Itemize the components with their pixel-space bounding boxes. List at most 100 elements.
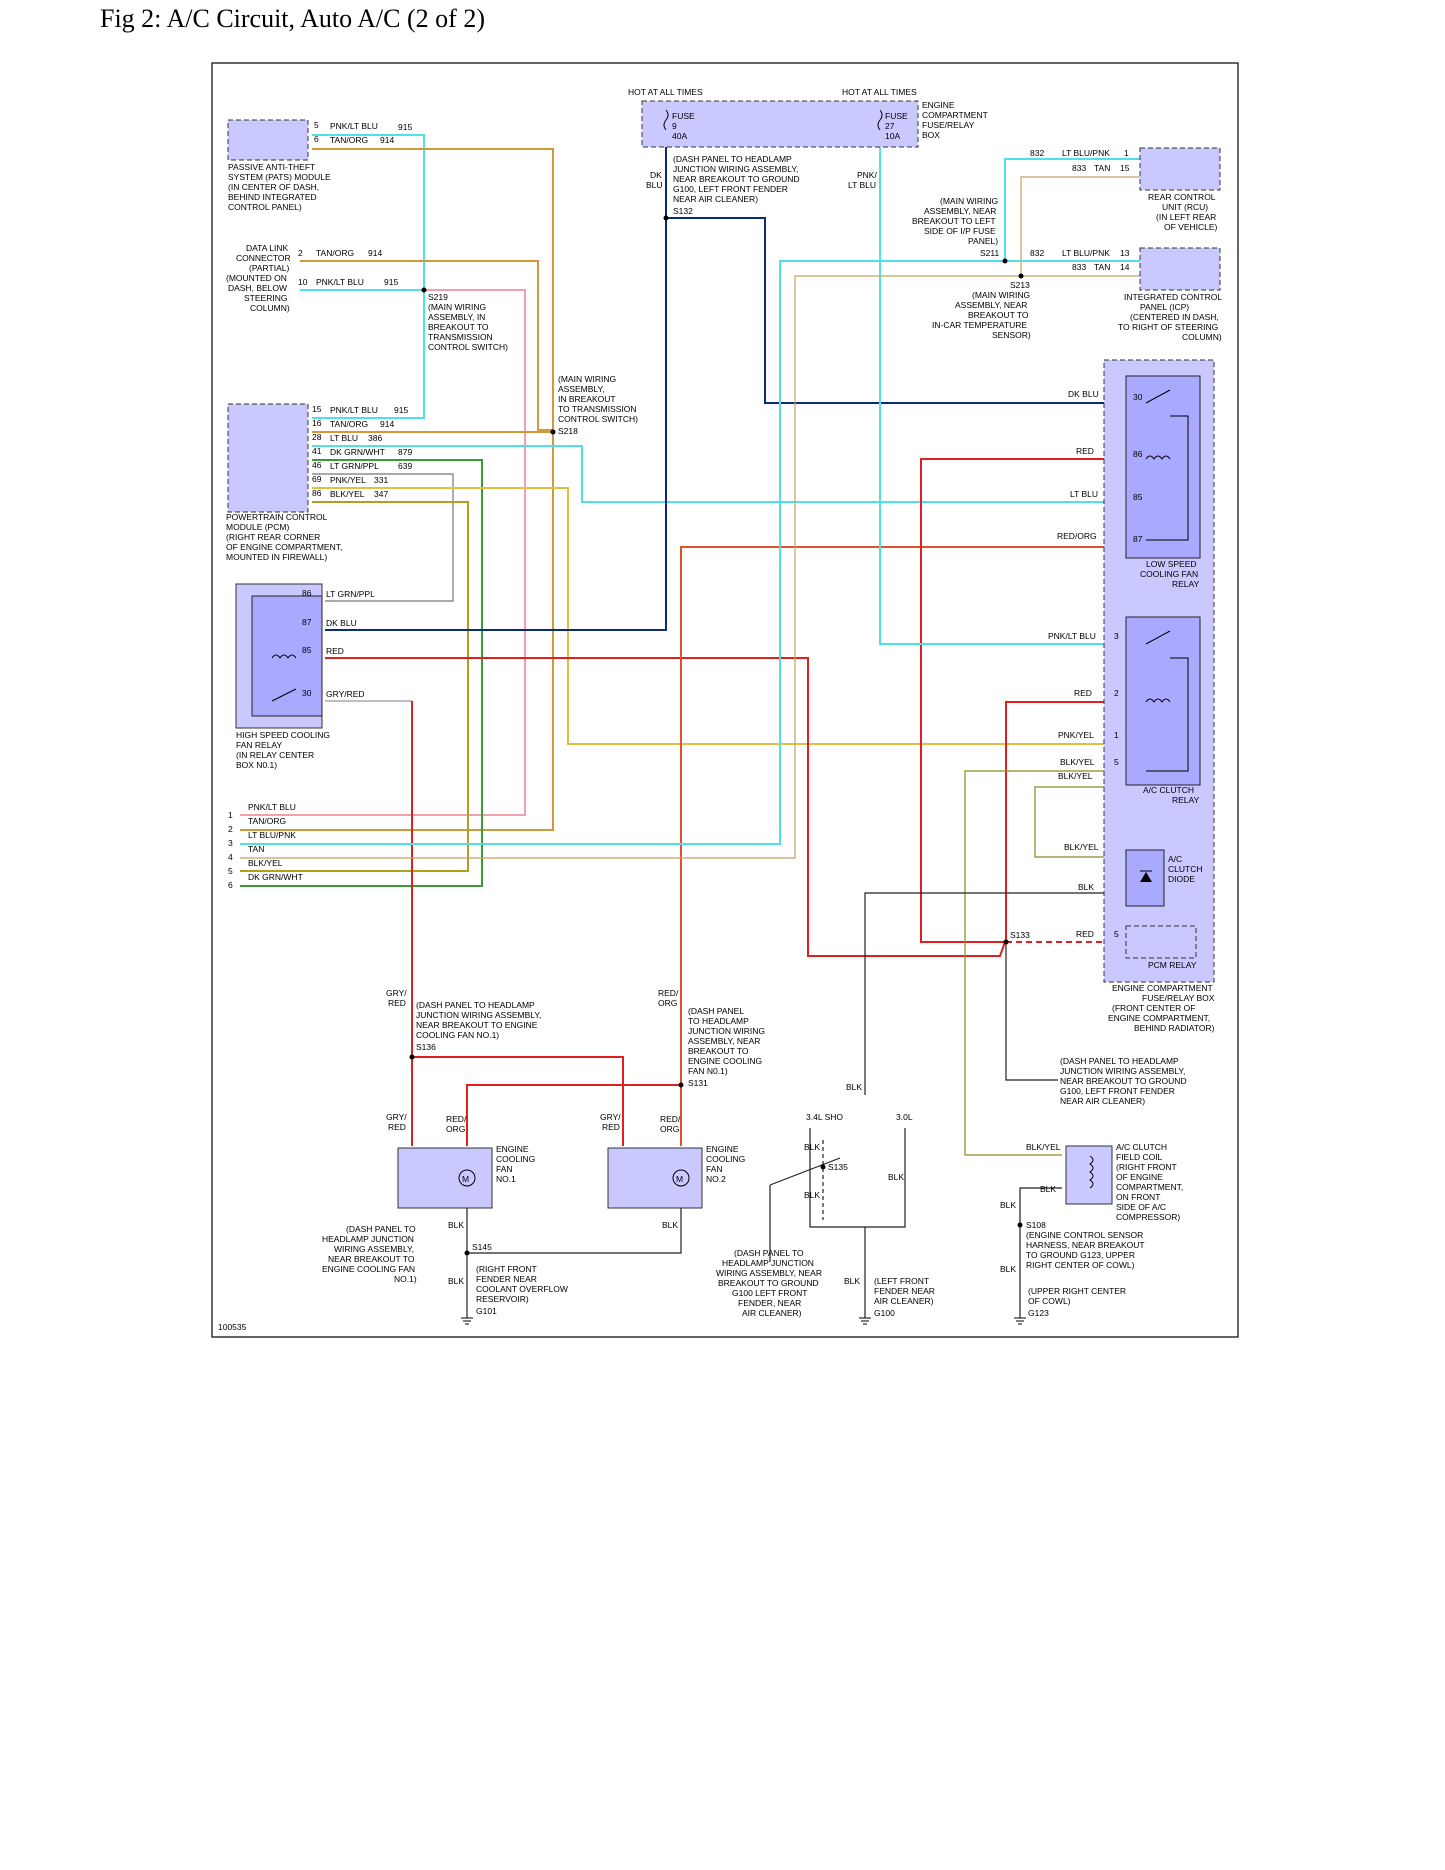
wire-915-pcm bbox=[312, 290, 425, 419]
engine-compartment-fuse-relay-box: HOT AT ALL TIMES HOT AT ALL TIMES FUSE 9… bbox=[628, 87, 988, 221]
svg-text:IN-CAR TEMPERATURE: IN-CAR TEMPERATURE bbox=[932, 320, 1027, 330]
svg-text:331: 331 bbox=[374, 475, 388, 485]
wire-833-icp bbox=[240, 275, 1140, 859]
svg-text:LT BLU/PNK: LT BLU/PNK bbox=[1062, 248, 1110, 258]
wire-833-rcu bbox=[1020, 176, 1140, 276]
hs-relay-switch-icon bbox=[271, 688, 297, 702]
svg-text:G101: G101 bbox=[476, 1306, 497, 1316]
svg-text:2: 2 bbox=[298, 248, 303, 258]
svg-text:RED: RED bbox=[326, 646, 344, 656]
ground-g123-icon bbox=[1014, 1317, 1026, 1325]
svg-text:A/C: A/C bbox=[1168, 854, 1182, 864]
svg-text:NEAR BREAKOUT TO GROUND: NEAR BREAKOUT TO GROUND bbox=[1060, 1076, 1187, 1086]
wire-blk-fan2 bbox=[467, 1205, 682, 1254]
svg-text:HEADLAMP JUNCTION: HEADLAMP JUNCTION bbox=[722, 1258, 814, 1268]
svg-text:S219: S219 bbox=[428, 292, 448, 302]
fuse-9-icon bbox=[663, 109, 669, 131]
wire-blk-clutch bbox=[1019, 1187, 1062, 1318]
svg-text:RED: RED bbox=[1076, 446, 1094, 456]
splice-s213: S213 (MAIN WIRING ASSEMBLY, NEAR BREAKOU… bbox=[932, 273, 1031, 340]
wire-blkyel-347 bbox=[240, 501, 469, 872]
ground-g100: 3.4L SHO 3.0L BLK BLK BLK BLK BLK S135 (… bbox=[716, 1082, 935, 1325]
svg-text:6: 6 bbox=[228, 880, 233, 890]
fuse-9-label: FUSE bbox=[672, 111, 695, 121]
svg-text:RED: RED bbox=[1076, 929, 1094, 939]
svg-text:SIDE OF A/C: SIDE OF A/C bbox=[1116, 1202, 1166, 1212]
svg-text:BEHIND INTEGRATED: BEHIND INTEGRATED bbox=[228, 192, 317, 202]
svg-text:BREAKOUT TO GROUND: BREAKOUT TO GROUND bbox=[718, 1278, 819, 1288]
svg-text:TO TRANSMISSION: TO TRANSMISSION bbox=[558, 404, 637, 414]
svg-text:(IN RELAY CENTER: (IN RELAY CENTER bbox=[236, 750, 314, 760]
svg-text:3: 3 bbox=[1114, 631, 1119, 641]
svg-text:TO RIGHT OF STEERING: TO RIGHT OF STEERING bbox=[1118, 322, 1218, 332]
svg-text:S211: S211 bbox=[980, 248, 999, 258]
pnkltblu-label-1: PNK/ bbox=[857, 170, 877, 180]
svg-text:(MAIN WIRING: (MAIN WIRING bbox=[972, 290, 1030, 300]
svg-text:BLK/YEL: BLK/YEL bbox=[1060, 757, 1095, 767]
svg-text:DK GRN/WHT: DK GRN/WHT bbox=[248, 872, 303, 882]
rcu-shape bbox=[1139, 147, 1221, 191]
svg-text:TAN/ORG: TAN/ORG bbox=[316, 248, 354, 258]
svg-text:PNK/YEL: PNK/YEL bbox=[330, 475, 366, 485]
svg-text:S135: S135 bbox=[828, 1162, 848, 1172]
svg-text:914: 914 bbox=[380, 419, 394, 429]
diagram-frame bbox=[211, 62, 1239, 1338]
svg-text:OF VEHICLE): OF VEHICLE) bbox=[1164, 222, 1218, 232]
wire-915-pats bbox=[312, 134, 425, 290]
svg-text:87: 87 bbox=[302, 617, 312, 627]
svg-text:TRANSMISSION: TRANSMISSION bbox=[428, 332, 493, 342]
svg-text:832: 832 bbox=[1030, 148, 1044, 158]
svg-text:1: 1 bbox=[228, 810, 233, 820]
s132-note-4: G100, LEFT FRONT FENDER bbox=[673, 184, 788, 194]
svg-text:915: 915 bbox=[384, 277, 398, 287]
s135-dot bbox=[820, 1164, 826, 1170]
svg-text:BLK/YEL: BLK/YEL bbox=[1058, 771, 1093, 781]
svg-text:28: 28 bbox=[312, 432, 322, 442]
fuse-27-number: 27 bbox=[885, 121, 895, 131]
svg-text:ORG: ORG bbox=[446, 1124, 465, 1134]
svg-text:OF COWL): OF COWL) bbox=[1028, 1296, 1071, 1306]
svg-text:TAN: TAN bbox=[1094, 163, 1110, 173]
fuse-27-label: FUSE bbox=[885, 111, 908, 121]
svg-text:347: 347 bbox=[374, 489, 388, 499]
svg-text:COMPARTMENT,: COMPARTMENT, bbox=[1116, 1182, 1183, 1192]
svg-text:ENGINE: ENGINE bbox=[706, 1144, 739, 1154]
wire-blk-s133 bbox=[1005, 942, 1058, 1081]
svg-text:833: 833 bbox=[1072, 262, 1086, 272]
fan1-shape bbox=[397, 1147, 493, 1209]
svg-text:M: M bbox=[676, 1174, 683, 1184]
svg-text:DASH, BELOW: DASH, BELOW bbox=[228, 283, 287, 293]
svg-text:ENGINE COMPARTMENT,: ENGINE COMPARTMENT, bbox=[1108, 1013, 1210, 1023]
svg-text:BLK: BLK bbox=[846, 1082, 862, 1092]
svg-text:CONTROL SWITCH): CONTROL SWITCH) bbox=[558, 414, 638, 424]
ls-relay-switch-icon bbox=[1145, 389, 1171, 404]
svg-text:RED: RED bbox=[1074, 688, 1092, 698]
svg-text:SENSOR): SENSOR) bbox=[992, 330, 1031, 340]
svg-text:M: M bbox=[462, 1174, 469, 1184]
svg-text:86: 86 bbox=[312, 488, 322, 498]
svg-text:86: 86 bbox=[1133, 449, 1143, 459]
svg-text:4: 4 bbox=[228, 852, 233, 862]
splice-s218: (MAIN WIRING ASSEMBLY, IN BREAKOUT TO TR… bbox=[550, 374, 638, 436]
svg-text:30: 30 bbox=[302, 688, 312, 698]
s218-dot bbox=[550, 429, 556, 435]
fuse-box-shape bbox=[641, 100, 919, 148]
svg-text:NEAR BREAKOUT TO: NEAR BREAKOUT TO bbox=[328, 1254, 415, 1264]
svg-text:AIR CLEANER): AIR CLEANER) bbox=[742, 1308, 802, 1318]
pnkltblu-label-2: LT BLU bbox=[848, 180, 876, 190]
svg-text:HARNESS, NEAR BREAKOUT: HARNESS, NEAR BREAKOUT bbox=[1026, 1240, 1145, 1250]
svg-text:87: 87 bbox=[1133, 534, 1143, 544]
svg-text:INTEGRATED CONTROL: INTEGRATED CONTROL bbox=[1124, 292, 1222, 302]
s145-dot bbox=[464, 1250, 470, 1256]
svg-text:DK BLU: DK BLU bbox=[1068, 389, 1099, 399]
svg-text:RED: RED bbox=[388, 1122, 406, 1132]
svg-text:915: 915 bbox=[394, 405, 408, 415]
svg-text:(UPPER RIGHT CENTER: (UPPER RIGHT CENTER bbox=[1028, 1286, 1126, 1296]
svg-text:2: 2 bbox=[228, 824, 233, 834]
svg-text:S218: S218 bbox=[558, 426, 578, 436]
figure-id: 100535 bbox=[218, 1322, 247, 1332]
diode-icon bbox=[1140, 872, 1152, 882]
s132-note-5: NEAR AIR CLEANER) bbox=[673, 194, 758, 204]
svg-text:TAN/ORG: TAN/ORG bbox=[248, 816, 286, 826]
